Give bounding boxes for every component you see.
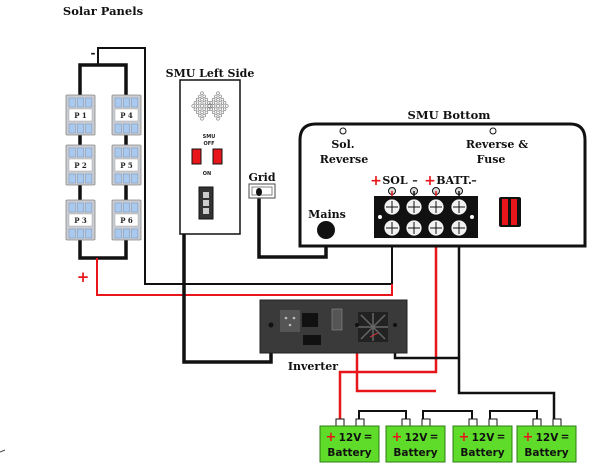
smu-power-switch-right[interactable] (212, 148, 223, 165)
batt-terminal-label: BATT. (436, 174, 472, 187)
battery-label: Battery (327, 447, 371, 459)
terminal-indicators (388, 187, 463, 198)
battery-voltage: 12V (472, 432, 496, 444)
batt-plus-sign: + (424, 173, 436, 189)
smu-on-label: ON (203, 171, 211, 177)
panel-negative-lead (97, 47, 392, 285)
smu-bottom-panel: Sol. Reverse Reverse & Fuse + SOL – + BA… (298, 122, 587, 248)
inverter-display (302, 313, 318, 327)
battery-minus-sign: = (561, 431, 570, 443)
battery-minus-sign: = (497, 431, 506, 443)
solar-panel: P 5 (111, 144, 142, 186)
smu-left-panel: SMU OFF ON (179, 79, 241, 235)
battery: +12V= Battery (385, 418, 446, 463)
battery-positive-wire (338, 246, 438, 420)
grid-plug-icon (256, 188, 262, 196)
smu-data-connector[interactable] (198, 186, 214, 220)
batt-minus-sign: – (471, 174, 477, 187)
solar-panel: P 1 (65, 94, 96, 136)
sol-terminal-label: SOL (382, 174, 408, 187)
mains-port-icon[interactable] (317, 221, 335, 239)
reverse-fuse-label-2: Fuse (477, 153, 506, 166)
battery-link-1-2 (358, 410, 407, 420)
panel-label: P 1 (74, 111, 87, 120)
battery-negative-terminal[interactable] (488, 418, 498, 427)
smu-left-label: SMU Left Side (166, 67, 255, 80)
smu-bottom-label: SMU Bottom (408, 108, 491, 122)
battery-bank: +12V=Battery+12V=Battery+12V=Battery+12V… (319, 418, 577, 463)
sol-reverse-label-2: Reverse (320, 153, 369, 166)
battery: +12V= Battery (452, 418, 513, 463)
panel-negative-bus (78, 63, 128, 95)
solar-panel: P 3 (65, 199, 96, 241)
panel-label: P 4 (120, 111, 133, 120)
battery-negative-terminal[interactable] (355, 418, 365, 427)
solar-panels-label: Solar Panels (63, 4, 143, 18)
smu-power-switch-left[interactable] (191, 148, 202, 165)
battery-plus-sign: + (459, 430, 470, 445)
battery-label: Battery (524, 447, 568, 459)
battery-positive-terminal[interactable] (468, 418, 478, 427)
battery: +12V= Battery (516, 418, 577, 463)
battery: +12V= Battery (319, 418, 380, 463)
battery-plus-sign: + (392, 430, 403, 445)
battery-voltage: 12V (405, 432, 429, 444)
ac-outlet-icon (280, 310, 300, 332)
battery-link-2-3 (422, 410, 473, 420)
battery-voltage: 12V (536, 432, 560, 444)
panel-positive-bus (78, 240, 128, 260)
battery-positive-terminal[interactable] (335, 418, 345, 427)
battery-link-3-4 (489, 410, 538, 420)
battery-plus-sign: + (523, 430, 534, 445)
sol-minus-sign: – (412, 174, 418, 187)
inverter-label: Inverter (288, 360, 338, 373)
battery-negative-wire (457, 246, 556, 420)
mains-label: Mains (308, 208, 346, 221)
battery-label: Battery (393, 447, 437, 459)
battery-plus-sign: + (326, 430, 337, 445)
solar-panel: P 2 (65, 144, 96, 186)
edge-artifact (0, 449, 6, 453)
reverse-fuse-led-icon (489, 127, 497, 135)
smu-switch-label: SMU (203, 134, 216, 140)
fuse-icon[interactable] (499, 197, 521, 227)
battery-negative-terminal[interactable] (421, 418, 431, 427)
panel-positive-sign: + (77, 268, 90, 286)
battery-negative-terminal[interactable] (552, 418, 562, 427)
battery-minus-sign: = (430, 431, 439, 443)
inverter-switch[interactable] (331, 308, 343, 331)
sol-plus-sign: + (370, 173, 382, 189)
solar-positive-wire (96, 246, 393, 296)
panel-negative-sign: - (91, 46, 96, 60)
battery-positive-terminal[interactable] (532, 418, 542, 427)
solar-panel: P 6 (111, 199, 142, 241)
vent-grille-icon (191, 91, 229, 121)
reverse-fuse-label-1: Reverse & (466, 138, 528, 151)
battery-label: Battery (460, 447, 504, 459)
grid-socket[interactable] (248, 183, 276, 199)
battery-voltage: 12V (339, 432, 363, 444)
panel-label: P 6 (120, 216, 133, 225)
panel-label: P 5 (120, 161, 133, 170)
battery-minus-sign: = (364, 431, 373, 443)
smu-off-label: OFF (203, 141, 214, 147)
solar-panel-array: P 1 P 2 P 3 P 4 P 5 P 6 (65, 94, 142, 241)
grid-label: Grid (248, 171, 275, 184)
panel-label: P 2 (74, 161, 87, 170)
terminal-screws (383, 198, 468, 237)
solar-panel: P 4 (111, 94, 142, 136)
sol-reverse-led-icon (339, 127, 347, 135)
inverter-unit (259, 299, 408, 354)
sol-reverse-label-1: Sol. (331, 138, 354, 151)
panel-label: P 3 (74, 216, 87, 225)
battery-positive-terminal[interactable] (401, 418, 411, 427)
